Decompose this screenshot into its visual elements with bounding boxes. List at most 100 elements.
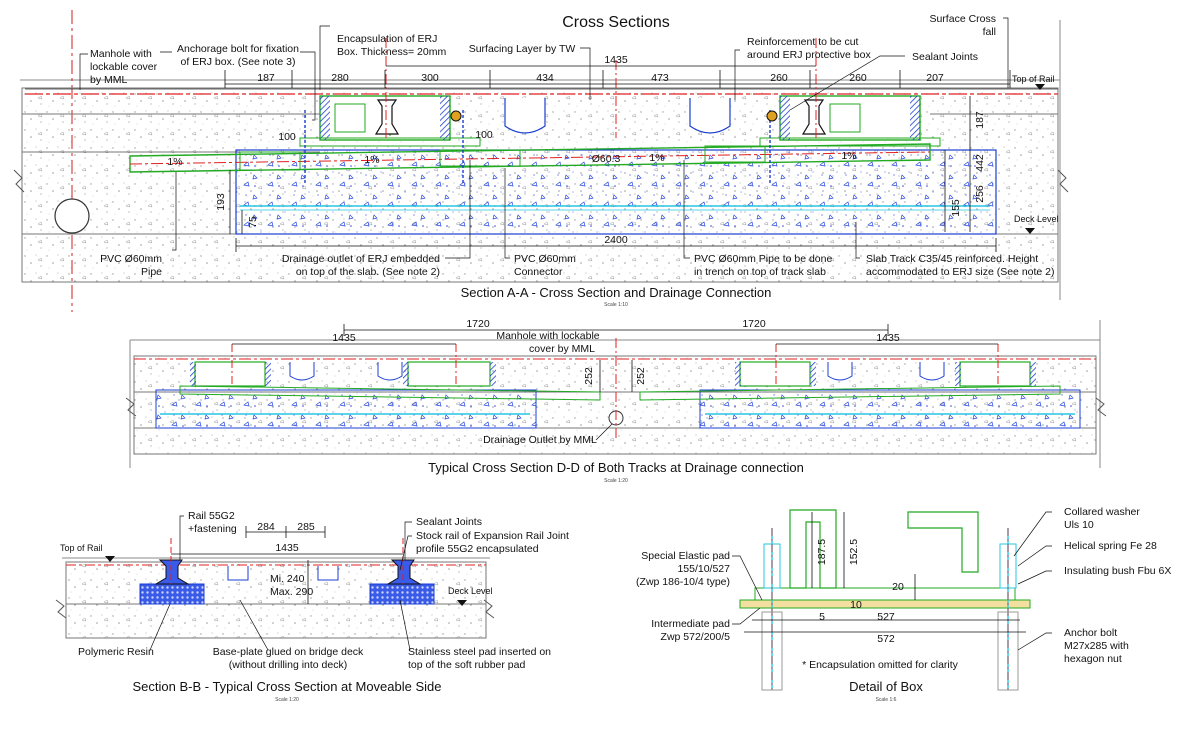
box-label-elastic-1: Special Elastic pad <box>641 550 730 562</box>
bb-label-steel-2: top of the soft rubber pad <box>408 659 525 671</box>
dim-187: 187 <box>257 72 275 84</box>
dim-473: 473 <box>651 72 669 84</box>
bb-label-base-1: Base-plate glued on bridge deck <box>213 646 364 658</box>
dim-260a: 260 <box>770 72 788 84</box>
box-dim-527: 527 <box>877 611 895 623</box>
dd-dim-1720b: 1720 <box>742 318 766 330</box>
bb-label-rail-1: Rail 55G2 <box>188 510 235 522</box>
bb-label-max: Max. 290 <box>270 586 313 598</box>
vdim-187: 187 <box>974 111 986 129</box>
dd-label-manhole-2: cover by MML <box>529 343 595 355</box>
dim-260b: 260 <box>849 72 867 84</box>
label-encaps-1: Encapsulation of ERJ <box>337 33 437 45</box>
scale-dd: Scale 1:20 <box>604 478 628 484</box>
dim-2400: 2400 <box>604 234 628 246</box>
dd-vdim-252a: 252 <box>583 367 595 385</box>
box-dim-20: 20 <box>892 581 904 593</box>
box-vdim-152-5: 152.5 <box>848 539 860 565</box>
box-label-anchor-3: hexagon nut <box>1064 653 1122 665</box>
scale-bb: Scale 1:20 <box>275 697 299 703</box>
caption-bb: Section B-B - Typical Cross Section at M… <box>132 679 441 694</box>
caption-box: Detail of Box <box>849 679 923 694</box>
label-anchorage-2: of ERJ box. (See note 3) <box>181 56 296 68</box>
label-encaps-2: Box. Thickness= 20mm <box>337 46 446 58</box>
label-trench-1: PVC Ø60mm Pipe to be done <box>694 253 832 265</box>
label-top-of-rail: Top of Rail <box>1012 74 1055 84</box>
vdim-256: 256 <box>974 185 986 203</box>
box-label-intermediate-2: Zwp 572/200/5 <box>661 631 731 643</box>
dim-100b: 100 <box>475 129 493 141</box>
dim-100a: 100 <box>278 131 296 143</box>
label-sealant: Sealant Joints <box>912 51 978 63</box>
bb-label-stock-1: Stock rail of Expansion Rail Joint <box>416 530 569 542</box>
label-slab-1: Slab Track C35/45 reinforced. Height <box>866 253 1038 265</box>
bb-label-resin: Polymeric Resin <box>78 646 154 658</box>
caption-aa: Section A-A - Cross Section and Drainage… <box>461 285 772 300</box>
slope-3: 1% <box>649 152 664 164</box>
bb-dim-284: 284 <box>257 521 275 533</box>
section-bb: 284 285 1435 Mi. 240 Max. 290 Rail 55G2 … <box>55 510 569 703</box>
box-dim-572: 572 <box>877 633 895 645</box>
bb-label-top-of-rail: Top of Rail <box>60 543 103 553</box>
box-note: * Encapsulation omitted for clarity <box>802 659 959 671</box>
bb-label-deck-level: Deck Level <box>448 586 493 596</box>
label-manhole-2: lockable cover <box>90 61 158 73</box>
box-label-collared-2: Uls 10 <box>1064 519 1094 531</box>
dim-1435: 1435 <box>604 54 628 66</box>
dim-dia: Ø60.3 <box>592 153 621 165</box>
dd-dim-1435a: 1435 <box>332 332 356 344</box>
box-vdim-187-5: 187.5 <box>816 539 828 565</box>
box-label-intermediate-1: Intermediate pad <box>651 618 730 630</box>
label-manhole-1: Manhole with <box>90 48 152 60</box>
vdim-155: 155 <box>950 199 962 217</box>
label-anchorage-1: Anchorage bolt for fixation <box>177 43 299 55</box>
detail-box: 187.5 152.5 20 10 5 527 572 Collared was… <box>636 506 1171 703</box>
box-label-elastic-3: (Zwp 186-10/4 type) <box>636 576 730 588</box>
bb-label-sealant: Sealant Joints <box>416 516 482 528</box>
dd-dim-1435b: 1435 <box>876 332 900 344</box>
label-manhole-3: by MML <box>90 74 128 86</box>
dim-434: 434 <box>536 72 554 84</box>
scale-aa: Scale 1:10 <box>604 302 628 308</box>
label-surface-cross-2: fall <box>983 26 996 38</box>
label-surface-cross-1: Surface Cross <box>929 13 996 25</box>
label-reinf-2: around ERJ protective box <box>747 49 871 61</box>
bb-label-steel-1: Stainless steel pad inserted on <box>408 646 551 658</box>
dim-207: 207 <box>926 72 944 84</box>
box-label-elastic-2: 155/10/527 <box>677 563 730 575</box>
dd-label-manhole-1: Manhole with lockable <box>496 330 599 342</box>
bb-label-base-2: (without drilling into deck) <box>229 659 347 671</box>
box-label-anchor-1: Anchor bolt <box>1064 627 1117 639</box>
section-aa: 187 280 300 434 473 260 260 207 1435 100… <box>13 10 1069 312</box>
slope-4: 1% <box>841 150 856 162</box>
label-connector-1: PVC Ø60mm <box>514 253 576 265</box>
caption-dd: Typical Cross Section D-D of Both Tracks… <box>428 460 804 475</box>
vdim-193: 193 <box>215 193 227 211</box>
box-label-helical: Helical spring Fe 28 <box>1064 540 1157 552</box>
box-label-insulating: Insulating bush Fbu 6X <box>1064 565 1171 577</box>
label-surfacing: Surfacing Layer by TW <box>469 43 576 55</box>
vdim-75: 75 <box>247 216 259 228</box>
label-outlet-1: Drainage outlet of ERJ embedded <box>282 253 440 265</box>
label-slab-2: accommodated to ERJ size (See note 2) <box>866 266 1055 278</box>
label-trench-2: in trench on top of track slab <box>694 266 826 278</box>
slope-1: 1% <box>167 156 182 168</box>
bb-label-min: Mi. 240 <box>270 573 305 585</box>
section-dd: 1720 1720 1435 1435 252 252 Manhole with… <box>125 318 1107 484</box>
bb-label-rail-2: +fastening <box>188 523 237 535</box>
scale-box: Scale 1:6 <box>876 697 897 703</box>
dim-280: 280 <box>331 72 349 84</box>
box-dim-5: 5 <box>819 611 825 623</box>
box-label-anchor-2: M27x285 with <box>1064 640 1129 652</box>
vdim-442: 442 <box>974 154 986 172</box>
label-connector-2: Connector <box>514 266 563 278</box>
dim-300: 300 <box>421 72 439 84</box>
slope-2: 1% <box>364 154 379 166</box>
label-deck-level: Deck Level <box>1014 214 1059 224</box>
drawing-title: Cross Sections <box>562 14 670 31</box>
label-pvc-2: Pipe <box>141 266 162 278</box>
dd-dim-1720a: 1720 <box>466 318 490 330</box>
box-dim-10: 10 <box>850 599 862 611</box>
label-pvc-1: PVC Ø60mm <box>100 253 162 265</box>
